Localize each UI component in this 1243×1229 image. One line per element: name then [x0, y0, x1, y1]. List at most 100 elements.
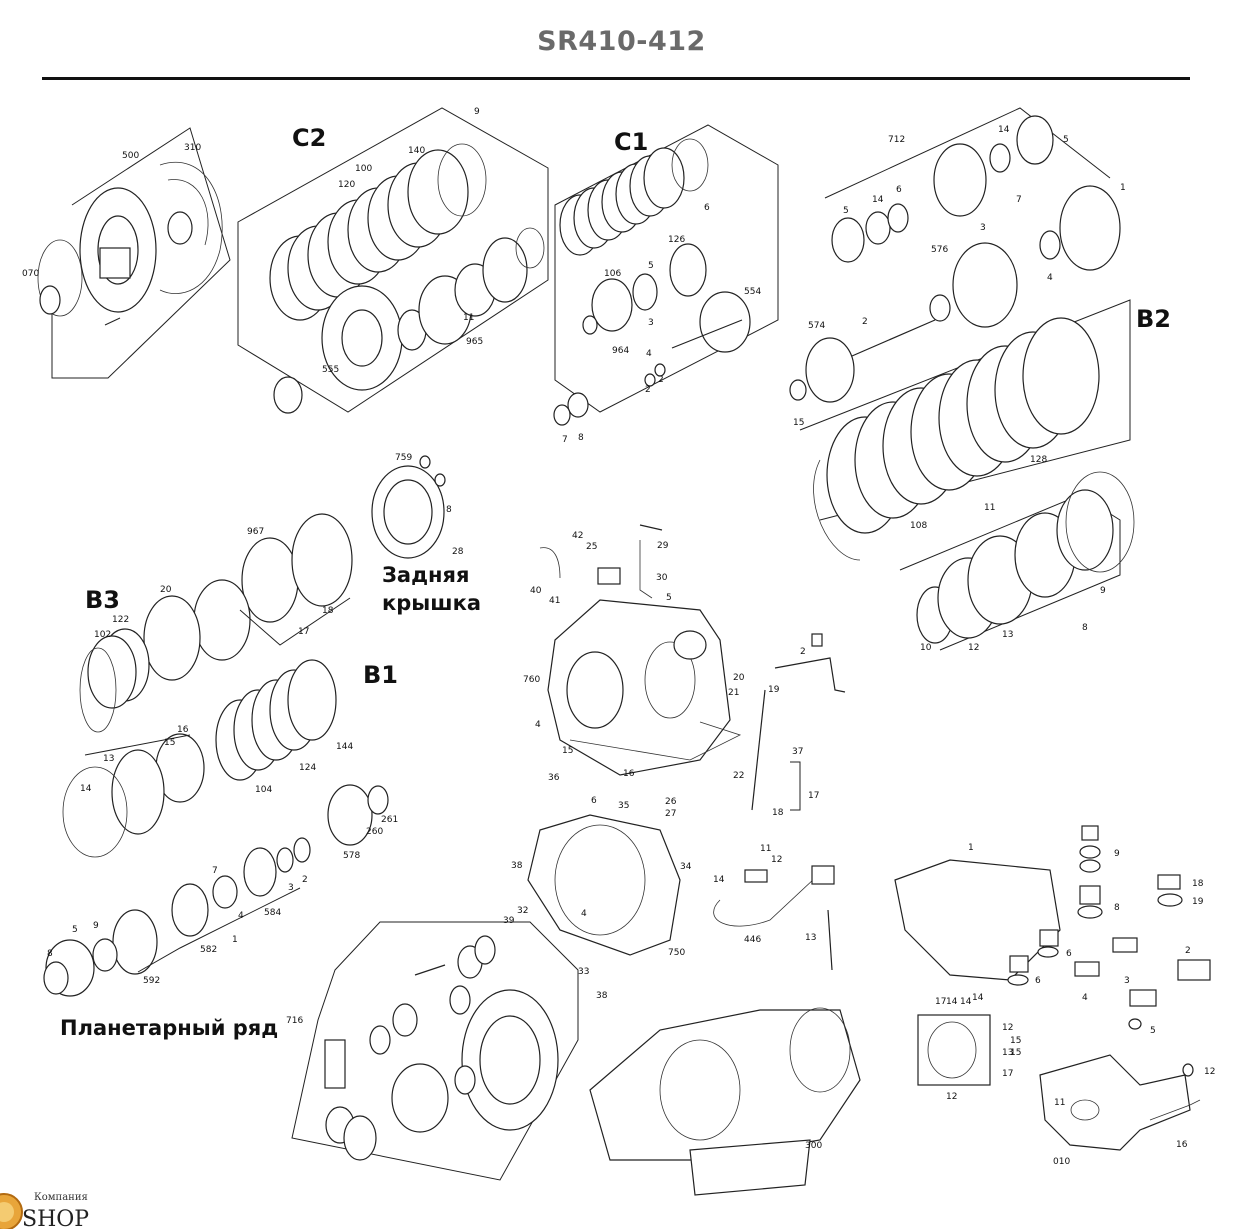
part-number: 4: [581, 909, 587, 919]
part-number: 106: [604, 269, 621, 279]
part-number: 4: [1047, 273, 1053, 283]
part-number: 12: [1204, 1067, 1215, 1077]
converter-housing-group: 36 6 35 26 27 38 32 39 34 4 750 33 38: [503, 773, 692, 1001]
part-number: 18: [322, 606, 334, 616]
oil-strainer-group: 12 11 16 010: [1039, 1054, 1215, 1167]
sensor-harness-group: 11 12 14 446 13: [713, 844, 835, 971]
part-number: 1: [968, 843, 974, 853]
part-number: 759: [395, 453, 412, 463]
part-number: 964: [612, 346, 629, 356]
part-number: 104: [255, 785, 272, 795]
part-number: 12: [968, 643, 979, 653]
part-number: 9: [1100, 586, 1106, 596]
part-number: 11: [984, 503, 995, 513]
part-number: 22: [733, 771, 744, 781]
part-number: 7: [212, 866, 218, 876]
part-number: 716: [286, 1016, 303, 1026]
part-number: 37: [792, 747, 803, 757]
part-number: 5: [72, 925, 78, 935]
part-number: 39: [503, 916, 515, 926]
part-number: 38: [511, 861, 523, 871]
output-shaft-group: 712 14 5 1 7 5 14 6 3 576 4 574 2 15: [789, 107, 1126, 428]
part-number: 6: [591, 796, 597, 806]
part-number: 17: [298, 627, 309, 637]
part-number: 3: [1124, 976, 1130, 986]
differential-group: 716: [286, 921, 579, 1181]
part-number: 19: [1192, 897, 1204, 907]
part-number: 8: [578, 433, 584, 443]
part-number: 555: [322, 365, 339, 375]
part-number: 578: [343, 851, 360, 861]
part-number: 261: [381, 815, 398, 825]
part-number: 124: [299, 763, 316, 773]
part-number: 20: [733, 673, 745, 683]
cooler-lines-group: 42 25 29 30 40 41 5: [530, 524, 672, 606]
part-number: 35: [618, 801, 629, 811]
part-number: 3: [288, 883, 294, 893]
part-number: 26: [665, 797, 677, 807]
part-number: 750: [668, 948, 685, 958]
part-number: 5: [666, 593, 672, 603]
part-number: 2: [1185, 946, 1191, 956]
part-number: 27: [665, 809, 676, 819]
part-number: 21: [728, 688, 739, 698]
part-number: 17: [935, 997, 946, 1007]
part-number: 4: [1082, 993, 1088, 1003]
dipstick-group: 2 37 17 18: [751, 633, 846, 818]
part-number: 15: [1010, 1036, 1021, 1046]
part-number: 100: [355, 164, 372, 174]
company-logo: Компания SHOP: [0, 1192, 89, 1229]
part-number: 128: [1030, 455, 1047, 465]
part-number: 576: [931, 245, 948, 255]
part-number: 120: [338, 180, 355, 190]
part-number: 14: [972, 993, 984, 1003]
part-number: 140: [408, 146, 425, 156]
c2-clutch-group: C2 9 140 100 120 555 965 11: [237, 107, 549, 414]
part-number: 18: [772, 808, 784, 818]
group-label-rear-cover-line2: крышка: [382, 591, 481, 615]
oil-pump-group: 500 310 070: [22, 127, 231, 379]
part-number: 14: [713, 875, 725, 885]
part-number: 6: [896, 185, 902, 195]
part-number: 712: [888, 135, 905, 145]
part-number: 8: [446, 505, 452, 515]
part-number: 584: [264, 908, 281, 918]
logo-caption: Компания: [34, 1192, 88, 1203]
part-number: 19: [768, 685, 780, 695]
part-number: 13: [103, 754, 114, 764]
part-number: 25: [586, 542, 597, 552]
part-number: 108: [910, 521, 927, 531]
b2-brake-group: B2 128 11 108: [799, 299, 1171, 561]
part-number: 17: [1002, 1069, 1013, 1079]
part-number: 126: [668, 235, 685, 245]
part-number: 36: [548, 773, 560, 783]
part-number: 300: [805, 1141, 822, 1151]
part-number: 13: [805, 933, 816, 943]
part-number: 2: [862, 317, 868, 327]
part-number: 11: [1054, 1098, 1065, 1108]
part-number: 5: [843, 206, 849, 216]
part-number: 9: [474, 107, 480, 117]
part-number: 967: [247, 527, 264, 537]
part-number: 2: [658, 375, 664, 385]
planetary-group: 7 4 584 3 2 1 5 9 8 582 592 Планетарный …: [43, 837, 311, 1040]
part-number: 6: [704, 203, 710, 213]
part-number: 4: [238, 911, 244, 921]
group-label-rear-cover-line1: Задняя: [382, 563, 470, 587]
part-number: 1: [232, 935, 238, 945]
part-number: 8: [1114, 903, 1120, 913]
part-number: 30: [656, 573, 668, 583]
part-number: 4: [646, 349, 652, 359]
part-number: 32: [517, 906, 528, 916]
part-number: 9: [1114, 849, 1120, 859]
part-number: 500: [122, 151, 139, 161]
part-number: 965: [466, 337, 483, 347]
part-number: 5: [648, 261, 654, 271]
part-number: 2: [800, 647, 806, 657]
part-number: 14: [872, 195, 884, 205]
part-number: 28: [452, 547, 464, 557]
rear-cover-group: 759 28 8 Задняя крышка: [371, 453, 481, 615]
part-number: 16: [1176, 1140, 1188, 1150]
valve-body-group: 9 8 18 19 6 6 2 3 4 5 1: [894, 825, 1211, 1036]
part-number: 070: [22, 269, 39, 279]
